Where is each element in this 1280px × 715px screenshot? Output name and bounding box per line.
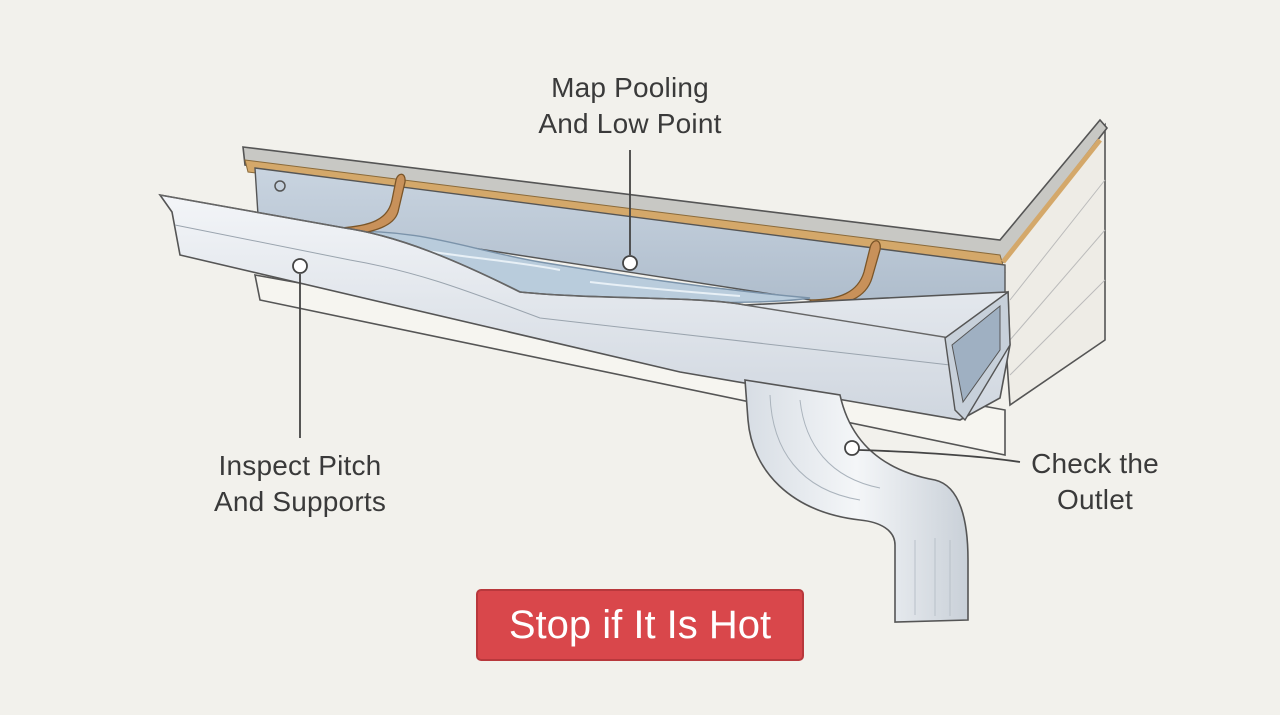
- warning-banner: Stop if It Is Hot: [476, 589, 804, 661]
- leader-pooling: [622, 150, 638, 271]
- callout-pooling-line2: And Low Point: [538, 108, 722, 139]
- leader-outlet: [844, 440, 1021, 463]
- gutter-front: [158, 193, 1011, 422]
- callout-inspect-pitch: Inspect Pitch And Supports: [190, 448, 410, 520]
- gutter-hanger-left: [338, 173, 406, 237]
- downspout: [744, 379, 969, 623]
- callout-outlet-line2: Outlet: [1057, 484, 1133, 515]
- house-wall: [999, 122, 1106, 407]
- callout-map-pooling: Map Pooling And Low Point: [520, 70, 740, 142]
- callout-pitch-line1: Inspect Pitch: [218, 450, 382, 481]
- callout-pooling-line1: Map Pooling: [551, 72, 709, 103]
- callout-pitch-line2: And Supports: [213, 486, 387, 517]
- callout-outlet-line1: Check the: [1031, 448, 1159, 479]
- leader-pitch: [292, 258, 308, 438]
- callout-check-outlet: Check the Outlet: [1010, 446, 1180, 518]
